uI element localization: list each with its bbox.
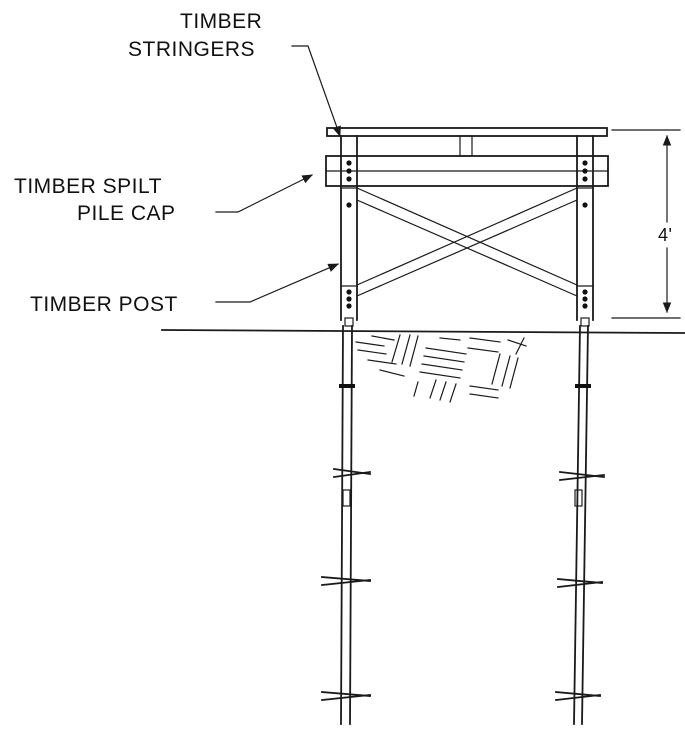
- soil-hatch: [355, 334, 527, 403]
- timber-post-left: [340, 135, 358, 321]
- timber-pile-cap: [325, 155, 609, 187]
- helical-pier-right: [555, 325, 605, 725]
- ground-line: [161, 329, 685, 334]
- stringers-label-line2: STRINGERS: [128, 38, 255, 61]
- height-dimension: 4': [611, 129, 681, 319]
- post-base-connectors: [344, 317, 590, 327]
- stringers-label-line1: TIMBER: [180, 10, 262, 33]
- post-leader: [215, 263, 339, 303]
- cross-bracing: [340, 187, 594, 297]
- timber-post-right: [576, 135, 594, 321]
- pile-cap-label-line1: TIMBER SPILT: [14, 175, 162, 198]
- helical-pier-left: [321, 325, 372, 725]
- timber-deck: [326, 127, 608, 157]
- bolts: [346, 160, 588, 309]
- height-dimension-label: 4': [658, 225, 672, 245]
- pile-cap-leader: [215, 174, 313, 213]
- stringer-block: [459, 135, 473, 157]
- post-label: TIMBER POST: [30, 293, 178, 316]
- pile-cap-label-line2: PILE CAP: [77, 202, 176, 225]
- leader-lines: [215, 45, 341, 303]
- stringers-leader: [291, 45, 341, 138]
